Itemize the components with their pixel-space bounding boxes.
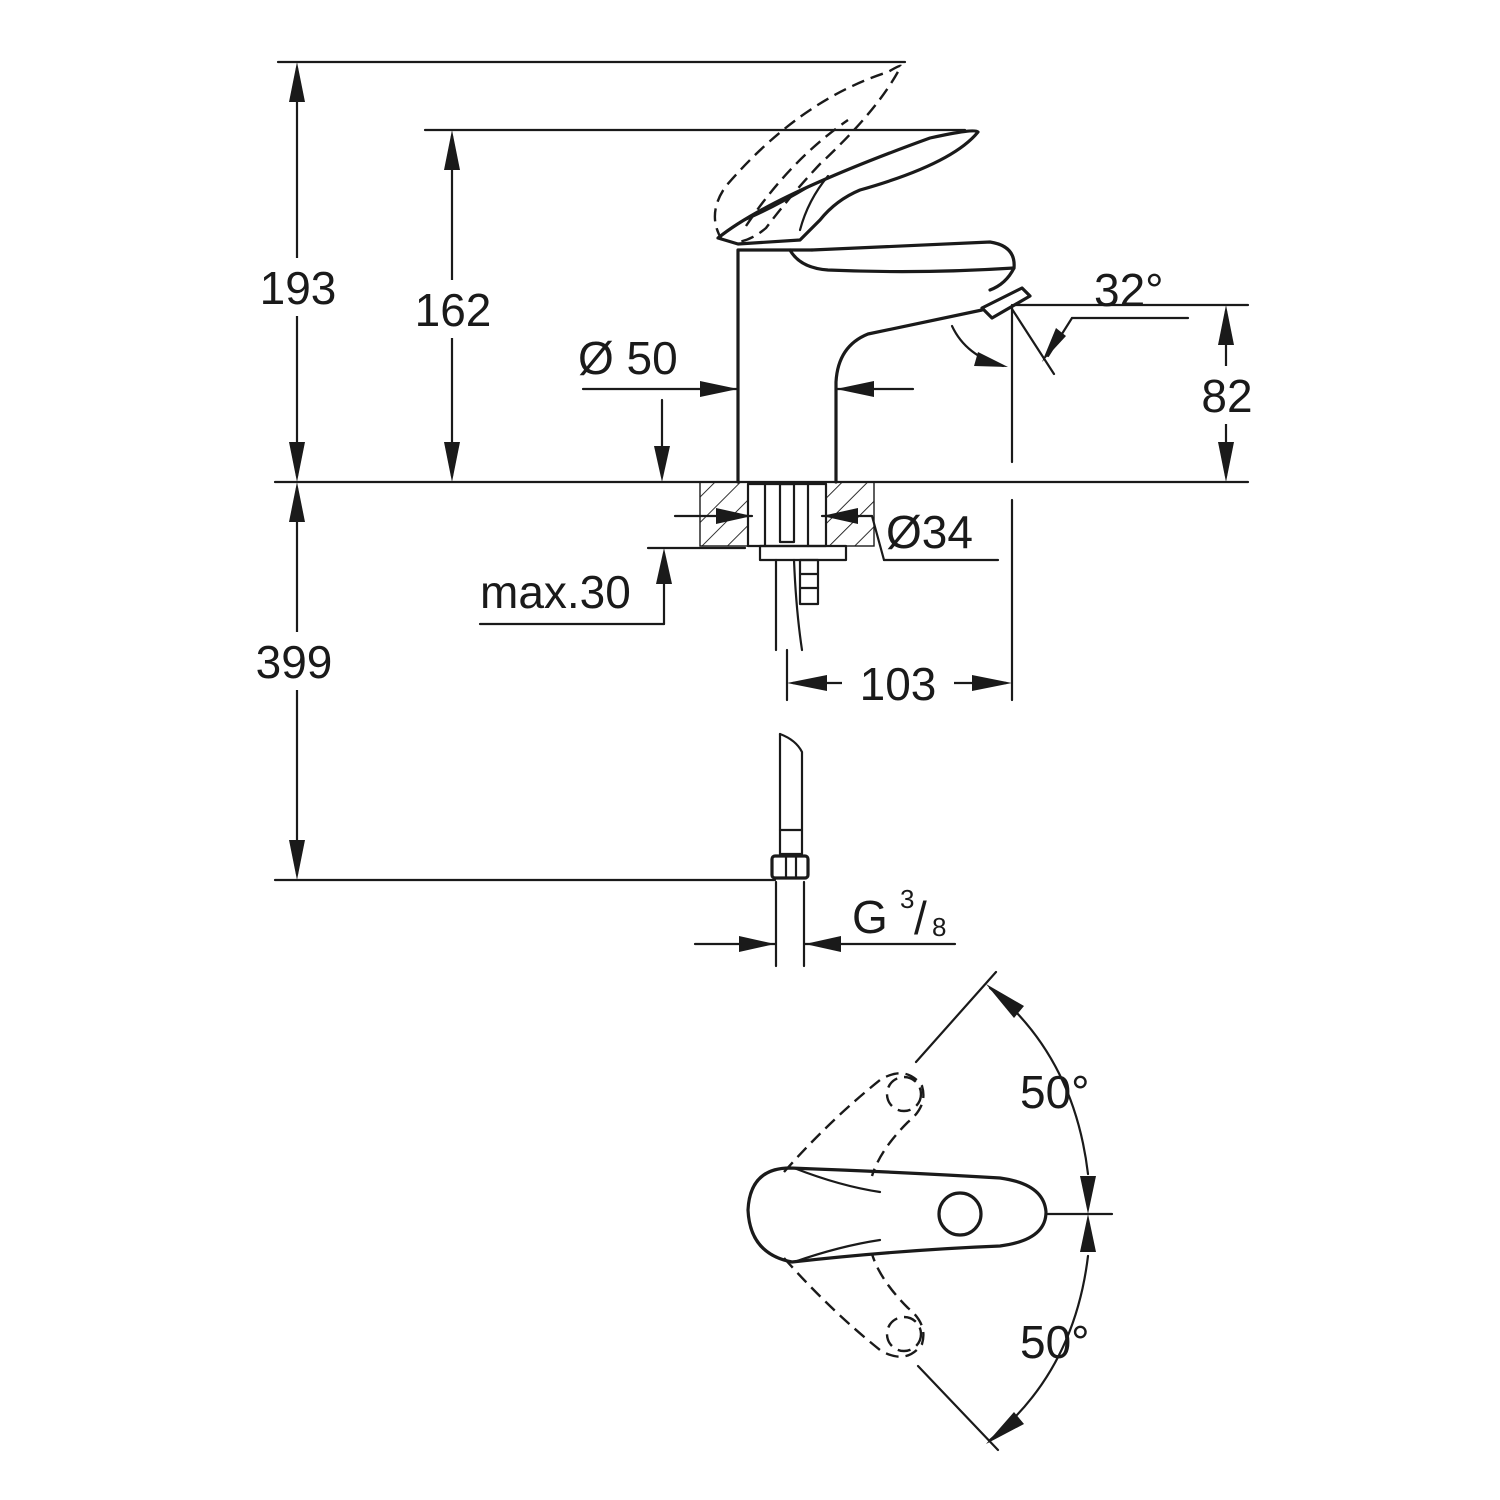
dimension-connection-denominator: 8 bbox=[932, 912, 946, 942]
dimension-body-diameter: Ø 50 bbox=[578, 332, 915, 482]
dimension-connection-prefix: G bbox=[852, 891, 888, 943]
dimension-193-label: 193 bbox=[260, 262, 337, 314]
reference-lines bbox=[273, 60, 1250, 882]
dimension-spout-reach-label: 103 bbox=[860, 658, 937, 710]
dimension-82: 82 bbox=[1192, 305, 1260, 482]
rotation-left-label: 50° bbox=[1020, 1066, 1090, 1118]
dimension-spout-angle: 32° bbox=[950, 264, 1190, 376]
dimension-162: 162 bbox=[404, 130, 502, 482]
faucet-side-view bbox=[699, 64, 1032, 968]
dimension-spout-angle-label: 32° bbox=[1094, 264, 1164, 316]
faucet-top-view: 50° 50° bbox=[746, 970, 1114, 1452]
dimension-body-diameter-label: Ø 50 bbox=[578, 332, 678, 384]
dimension-162-label: 162 bbox=[415, 284, 492, 336]
dimension-connection-thread: G 3 / 8 bbox=[693, 884, 957, 952]
dimension-hole-diameter: Ø34 bbox=[673, 506, 1000, 562]
dimension-max-thickness-label: max.30 bbox=[480, 566, 631, 618]
dimension-connection-numerator: 3 bbox=[900, 884, 914, 914]
dimension-connection-slash: / bbox=[914, 892, 927, 944]
dimension-399-label: 399 bbox=[256, 636, 333, 688]
dimension-spout-reach: 103 bbox=[787, 656, 1012, 710]
dimension-max-thickness: max.30 bbox=[478, 548, 672, 626]
dimension-82-label: 82 bbox=[1201, 370, 1252, 422]
dimension-hole-diameter-label: Ø34 bbox=[886, 506, 973, 558]
dimension-399: 399 bbox=[246, 482, 346, 880]
rotation-right-label: 50° bbox=[1020, 1316, 1090, 1368]
dimension-193: 193 bbox=[250, 62, 346, 482]
